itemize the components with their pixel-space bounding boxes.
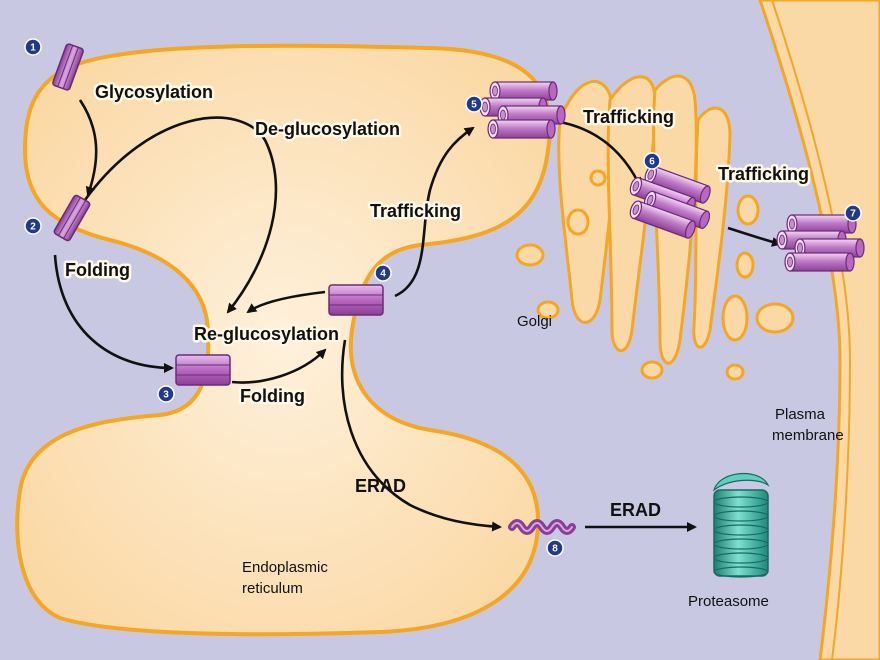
- svg-text:7: 7: [850, 209, 856, 220]
- step-marker-1: 1: [24, 38, 42, 56]
- proteasome: [712, 472, 770, 578]
- protein-step-2: [53, 194, 91, 242]
- arrow-glycosylation: [78, 99, 98, 197]
- step-marker-5: 5: [465, 95, 483, 113]
- arrow-trafficking-2: [559, 120, 642, 188]
- arrow-trafficking-3: [727, 226, 782, 247]
- label-membrane: membrane: [772, 427, 844, 444]
- pathway-arrows: [53, 99, 782, 532]
- label-trafficking-2: Trafficking: [583, 107, 674, 127]
- svg-text:3: 3: [163, 390, 169, 401]
- protein-step-3: [175, 354, 231, 386]
- arrow-folding-1: [53, 254, 174, 373]
- svg-text:6: 6: [649, 157, 655, 168]
- endoplasmic-reticulum: [15, 43, 553, 637]
- arrow-de-glucosylation: [83, 116, 278, 314]
- label-erad-2: ERAD: [610, 500, 661, 520]
- step-marker-2: 2: [24, 217, 42, 235]
- svg-text:8: 8: [552, 544, 558, 555]
- misfolded-protein-step-8: [508, 519, 576, 535]
- label-de-glucosylation: De-glucosylation: [255, 119, 400, 139]
- arrow-trafficking-1: [394, 126, 475, 298]
- protein-complex-step-6: [629, 165, 711, 239]
- label-proteasome: Proteasome: [688, 593, 769, 610]
- label-trafficking-1: Trafficking: [370, 201, 461, 221]
- svg-text:5: 5: [471, 100, 477, 111]
- label-glycosylation: Glycosylation: [95, 82, 213, 102]
- label-golgi: Golgi: [517, 313, 552, 330]
- protein-step-4: [328, 284, 384, 316]
- label-reticulum: reticulum: [242, 580, 303, 597]
- step-marker-7: 7: [844, 204, 862, 222]
- label-folding-1: Folding: [65, 260, 130, 280]
- step-marker-8: 8: [546, 539, 564, 557]
- arrow-erad-1: [340, 339, 502, 532]
- arrow-folding-2: [231, 348, 327, 384]
- label-trafficking-3: Trafficking: [718, 164, 809, 184]
- svg-text:4: 4: [380, 269, 386, 280]
- plasma-membrane: [758, 0, 880, 660]
- label-erad-1: ERAD: [355, 476, 406, 496]
- step-marker-6: 6: [643, 152, 661, 170]
- svg-text:2: 2: [30, 222, 36, 233]
- svg-text:1: 1: [30, 43, 36, 54]
- label-plasma: Plasma: [775, 406, 826, 423]
- label-endoplasmic: Endoplasmic: [242, 559, 328, 576]
- label-re-glucosylation: Re-glucosylation: [194, 324, 339, 344]
- step-marker-3: 3: [157, 385, 175, 403]
- arrow-re-glucosylation: [246, 290, 326, 314]
- protein-complex-step-7: [776, 214, 865, 272]
- step-marker-4: 4: [374, 264, 392, 282]
- label-folding-2: Folding: [240, 386, 305, 406]
- step-markers: 1 2 3 4 5 6 7 8: [24, 38, 862, 557]
- protein-step-1: [52, 43, 84, 91]
- protein-complex-step-5: [479, 81, 566, 139]
